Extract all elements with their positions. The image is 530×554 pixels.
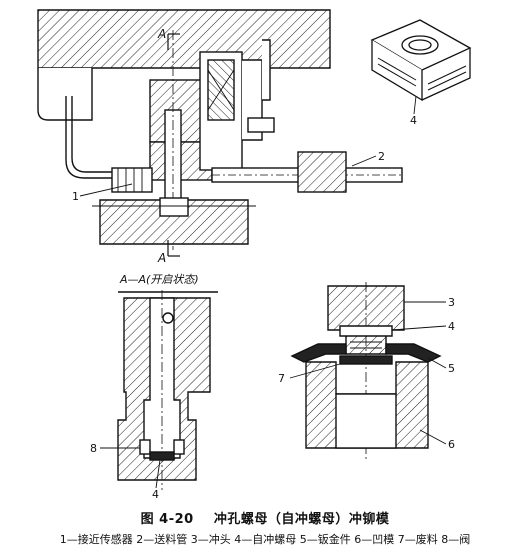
callout-4-detail: 4	[448, 320, 455, 333]
section-title: A—A(开启状态)	[119, 273, 199, 286]
nut-isometric	[370, 19, 472, 115]
sensor-bracket	[37, 68, 93, 121]
air-tube	[65, 96, 130, 179]
figure-legend: 1—接近传感器 2—送料管 3—冲头 4—自冲螺母 5—钣金件 6—凹模 7—废…	[59, 533, 471, 546]
callout-4-nut: 4	[410, 114, 417, 127]
figure-title: 冲孔螺母（自冲螺母）冲铆模	[213, 512, 390, 527]
main-assembly	[37, 9, 403, 257]
callout-2: 2	[378, 150, 385, 163]
figure-number: 图 4-20	[140, 512, 194, 527]
section-aa	[100, 290, 218, 490]
callout-6: 6	[448, 438, 455, 451]
callout-7: 7	[278, 372, 285, 385]
callout-4-section: 4	[152, 488, 159, 501]
figure-caption: 图 4-20 冲孔螺母（自冲螺母）冲铆模	[0, 508, 530, 527]
section-marker-top: A	[157, 27, 166, 41]
callout-3: 3	[448, 296, 455, 309]
callout-1: 1	[72, 190, 79, 203]
proximity-sensor	[111, 167, 153, 193]
callout-8: 8	[90, 442, 97, 455]
section-marker-bottom: A	[157, 251, 166, 265]
riveting-detail	[289, 282, 447, 460]
callout-5: 5	[448, 362, 455, 375]
lower-die	[99, 199, 249, 245]
